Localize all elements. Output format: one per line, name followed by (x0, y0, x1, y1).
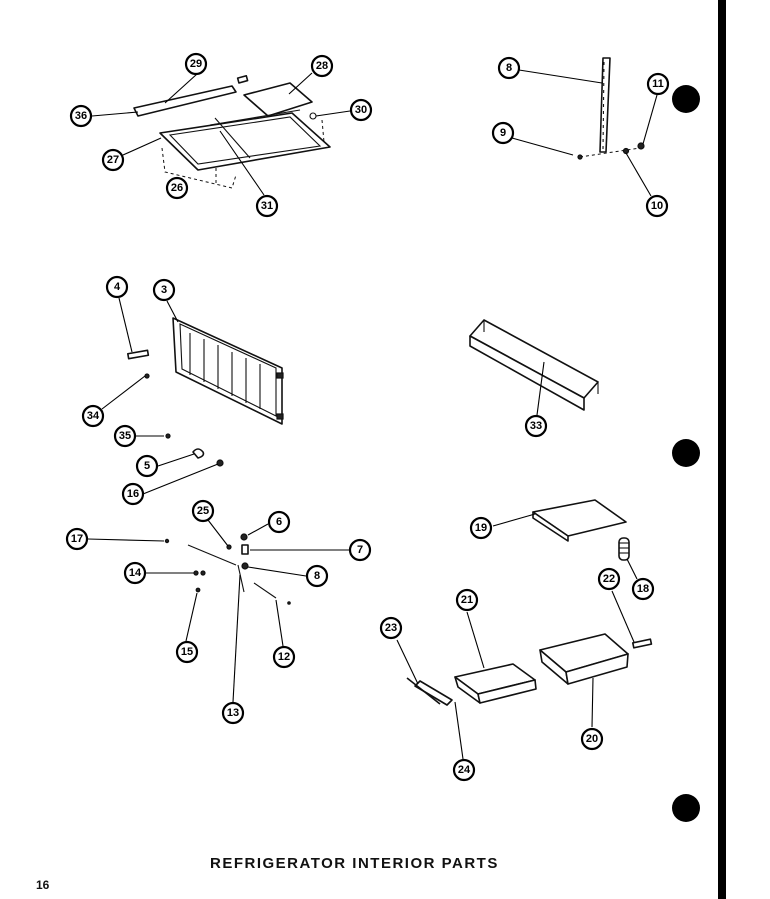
callout-28: 28 (310, 54, 334, 78)
svg-text:5: 5 (144, 460, 150, 472)
svg-text:21: 21 (461, 594, 473, 606)
callout-35: 35 (113, 424, 137, 448)
callout-29: 29 (184, 52, 208, 76)
svg-text:24: 24 (458, 764, 471, 776)
callout-31: 31 (255, 194, 279, 218)
leader-lines (87, 69, 658, 760)
svg-text:29: 29 (190, 58, 202, 70)
svg-text:14: 14 (129, 567, 142, 579)
callout-6: 6 (267, 510, 291, 534)
svg-text:15: 15 (181, 646, 193, 658)
callout-10: 10 (645, 194, 669, 218)
shelf-support-rail-assembly (577, 57, 645, 160)
callout-21: 21 (455, 588, 479, 612)
svg-text:18: 18 (637, 583, 649, 595)
callout-14: 14 (123, 561, 147, 585)
callout-24: 24 (452, 758, 476, 782)
svg-text:17: 17 (71, 533, 83, 545)
callout-17: 17 (65, 527, 89, 551)
callout-9: 9 (491, 121, 515, 145)
hardware-cluster (164, 533, 291, 605)
callout-15: 15 (175, 640, 199, 664)
callout-5: 5 (135, 454, 159, 478)
callout-12: 12 (272, 645, 296, 669)
svg-text:16: 16 (127, 488, 139, 500)
callout-8-top: 8 (497, 56, 521, 80)
crisper-cover-frame-assembly (133, 74, 331, 189)
divider-panel-assembly (127, 317, 284, 467)
callout-30: 30 (349, 98, 373, 122)
callout-20: 20 (580, 727, 604, 751)
svg-text:30: 30 (355, 104, 367, 116)
svg-text:27: 27 (107, 154, 119, 166)
svg-text:12: 12 (278, 651, 290, 663)
svg-text:10: 10 (651, 200, 663, 212)
callout-33: 33 (524, 414, 548, 438)
crisper-pan-assembly (406, 499, 653, 706)
svg-text:13: 13 (227, 707, 239, 719)
svg-text:4: 4 (114, 281, 121, 293)
svg-text:8: 8 (314, 570, 320, 582)
svg-text:22: 22 (603, 573, 615, 585)
callout-7: 7 (348, 538, 372, 562)
callout-3: 3 (152, 278, 176, 302)
svg-text:8: 8 (506, 62, 512, 74)
callout-27: 27 (101, 148, 125, 172)
callout-18: 18 (631, 577, 655, 601)
svg-text:3: 3 (161, 284, 167, 296)
svg-text:19: 19 (475, 522, 487, 534)
binder-hole (672, 439, 700, 467)
binder-hole (672, 794, 700, 822)
callout-22: 22 (597, 567, 621, 591)
callout-34: 34 (81, 404, 105, 428)
binder-hole (672, 85, 700, 113)
svg-text:25: 25 (197, 505, 209, 517)
svg-text:33: 33 (530, 420, 542, 432)
svg-text:11: 11 (652, 78, 664, 90)
svg-text:36: 36 (75, 110, 87, 122)
page-title: REFRIGERATOR INTERIOR PARTS (210, 855, 499, 872)
callout-8-lower: 8 (305, 564, 329, 588)
svg-text:34: 34 (87, 410, 100, 422)
callout-16: 16 (121, 482, 145, 506)
callout-23: 23 (379, 616, 403, 640)
callout-25: 25 (191, 499, 215, 523)
callout-4: 4 (105, 275, 129, 299)
svg-text:20: 20 (586, 733, 598, 745)
svg-text:9: 9 (500, 127, 506, 139)
callout-19: 19 (469, 516, 493, 540)
crisper-slide-rail (469, 319, 599, 411)
callout-26: 26 (165, 176, 189, 200)
page-binding-edge (718, 0, 726, 899)
callout-36: 36 (69, 104, 93, 128)
page-number: 16 (36, 878, 50, 892)
svg-text:28: 28 (316, 60, 328, 72)
callout-13: 13 (221, 701, 245, 725)
callout-11: 11 (646, 72, 670, 96)
svg-text:31: 31 (261, 200, 273, 212)
svg-text:7: 7 (357, 544, 363, 556)
svg-text:23: 23 (385, 622, 397, 634)
svg-text:26: 26 (171, 182, 183, 194)
svg-text:35: 35 (119, 430, 131, 442)
svg-text:6: 6 (276, 516, 282, 528)
